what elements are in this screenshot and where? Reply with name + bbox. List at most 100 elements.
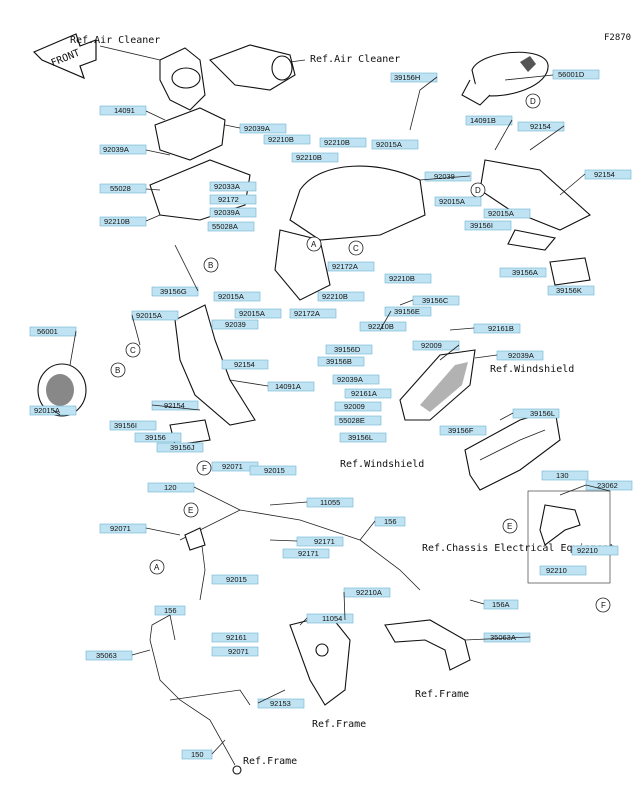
ref-windshield-2: Ref.Windshield <box>340 459 424 470</box>
part-label: 92210B <box>99 216 147 227</box>
part-label: 92171 <box>282 548 330 559</box>
svg-text:92015A: 92015A <box>136 311 162 320</box>
svg-text:39156K: 39156K <box>556 286 582 295</box>
svg-text:92071: 92071 <box>222 462 243 471</box>
lower-stay-left <box>149 639 251 775</box>
part-label: 39156E <box>384 306 432 317</box>
callout-circles: D A C B D C B F E E A F <box>110 93 611 613</box>
svg-text:92154: 92154 <box>530 122 551 131</box>
part-label: 92039A <box>496 350 544 361</box>
part-label: 156A <box>483 599 519 610</box>
part-label: 92015 <box>249 465 297 476</box>
svg-text:39156G: 39156G <box>160 287 187 296</box>
part-labels: 39156H 56001D 14091 92039A 92210B 92039A… <box>29 69 633 760</box>
svg-text:92015A: 92015A <box>239 309 265 318</box>
svg-text:92015: 92015 <box>264 466 285 475</box>
svg-text:56001D: 56001D <box>558 70 585 79</box>
part-label: 92039 <box>424 171 472 182</box>
part-label: 39156B <box>317 356 365 367</box>
part-label: 92161 <box>211 632 259 643</box>
inner-panel-right <box>479 159 591 286</box>
part-label: 156 <box>374 516 406 527</box>
ref-frame-3: Ref.Frame <box>243 756 297 767</box>
svg-text:92154: 92154 <box>594 170 615 179</box>
svg-text:92210B: 92210B <box>389 274 415 283</box>
svg-text:92015A: 92015A <box>488 209 514 218</box>
svg-text:150: 150 <box>191 750 204 759</box>
svg-text:92015A: 92015A <box>218 292 244 301</box>
svg-text:92039A: 92039A <box>103 145 129 154</box>
svg-text:92172A: 92172A <box>294 309 320 318</box>
part-label: 92172A <box>289 308 337 319</box>
svg-text:39156L: 39156L <box>348 433 373 442</box>
part-label: 39156K <box>547 285 595 296</box>
ref-air-cleaner-2: Ref.Air Cleaner <box>310 54 400 65</box>
part-label: 92009 <box>334 401 382 412</box>
ref-windshield-1: Ref.Windshield <box>490 364 574 375</box>
part-label: 55028 <box>99 183 147 194</box>
part-label: 92210B <box>359 321 407 332</box>
part-label: 39156I <box>464 220 512 231</box>
svg-text:14091B: 14091B <box>470 116 496 125</box>
svg-text:92210B: 92210B <box>296 153 322 162</box>
svg-text:92154: 92154 <box>164 401 185 410</box>
part-label: 92210B <box>317 291 365 302</box>
part-label: 92039A <box>99 144 147 155</box>
part-label: 92015A <box>234 308 282 319</box>
part-label: 92039 <box>211 319 259 330</box>
svg-text:92009: 92009 <box>421 341 442 350</box>
part-label: 39156H <box>390 72 438 83</box>
svg-text:B: B <box>115 366 120 375</box>
middle-fairing-left <box>174 304 256 426</box>
svg-text:F: F <box>601 601 606 610</box>
part-label: 39156 <box>134 432 182 443</box>
part-label: 92039A <box>239 123 287 134</box>
part-label: 92210A <box>343 587 391 598</box>
part-label: 39156F <box>439 425 487 436</box>
svg-text:92015A: 92015A <box>34 406 60 415</box>
part-label: 92210 <box>571 545 619 556</box>
svg-text:130: 130 <box>556 471 569 480</box>
svg-text:39156J: 39156J <box>170 443 195 452</box>
svg-text:35063A: 35063A <box>490 633 516 642</box>
part-label: 39156L <box>339 432 387 443</box>
part-label: 92210B <box>384 273 432 284</box>
air-duct-left <box>159 47 206 111</box>
svg-text:92161: 92161 <box>226 633 247 642</box>
svg-text:39156I: 39156I <box>470 221 493 230</box>
upper-cowling <box>274 165 426 301</box>
part-label: 92015A <box>29 405 77 416</box>
svg-text:55028: 55028 <box>110 184 131 193</box>
windshield-assembly <box>399 349 476 421</box>
svg-text:F: F <box>202 464 207 473</box>
svg-text:35063: 35063 <box>96 651 117 660</box>
svg-text:23062: 23062 <box>597 481 618 490</box>
svg-text:92210B: 92210B <box>104 217 130 226</box>
svg-text:11054: 11054 <box>322 614 342 623</box>
meter-bracket <box>464 409 561 491</box>
svg-text:92071: 92071 <box>228 647 249 656</box>
svg-text:A: A <box>311 240 317 249</box>
svg-text:92154: 92154 <box>234 360 255 369</box>
svg-text:39156A: 39156A <box>512 268 538 277</box>
part-label: 39156D <box>325 344 373 355</box>
part-label: 39156C <box>412 295 460 306</box>
part-label: 35063A <box>483 632 531 643</box>
part-label: 92071 <box>211 646 259 657</box>
svg-text:92015: 92015 <box>226 575 247 584</box>
part-label: 92015A <box>213 291 261 302</box>
svg-text:E: E <box>507 522 512 531</box>
svg-text:92210B: 92210B <box>324 138 350 147</box>
part-label: 39156L <box>512 408 560 419</box>
svg-text:92171: 92171 <box>298 549 319 558</box>
svg-text:14091: 14091 <box>114 106 135 115</box>
svg-text:92210: 92210 <box>577 546 598 555</box>
svg-text:92171: 92171 <box>314 537 335 546</box>
svg-text:55028E: 55028E <box>339 416 365 425</box>
svg-text:11055: 11055 <box>320 498 340 507</box>
svg-text:B: B <box>208 261 213 270</box>
svg-text:92153: 92153 <box>270 699 291 708</box>
part-label: 92210B <box>263 134 311 145</box>
part-label: 130 <box>541 470 589 481</box>
